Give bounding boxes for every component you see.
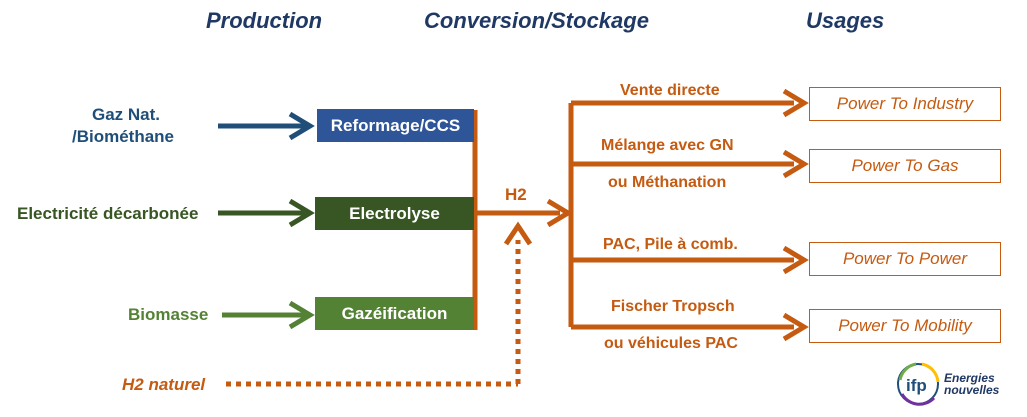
source-biomasse: Biomasse — [128, 305, 209, 324]
logo-line1: Energies — [944, 371, 995, 385]
h2-distributor — [568, 88, 809, 342]
h2-naturel-dotted-arrow — [226, 221, 533, 387]
source-h2-naturel: H2 naturel — [122, 375, 206, 394]
arrow-gaz-to-reformage — [218, 111, 315, 141]
usage-power-to-gas: Power To Gas — [809, 149, 1001, 183]
source-electricite: Electricité décarbonée — [17, 204, 199, 223]
header-production: Production — [206, 8, 323, 33]
arrow-electricite-to-electrolyse — [218, 198, 315, 228]
logo-line2: nouvelles — [944, 383, 1000, 397]
header-usages: Usages — [806, 8, 885, 33]
process-reformage-ccs: Reformage/CCS — [317, 109, 474, 142]
route-melange-line2: ou Méthanation — [608, 174, 727, 191]
source-gaz-line1: Gaz Nat. — [92, 105, 161, 124]
route-vente-directe: Vente directe — [620, 82, 720, 99]
process-gazeification: Gazéification — [315, 297, 474, 330]
h2-collector — [472, 110, 573, 330]
logo-text: Energies nouvelles — [944, 372, 999, 396]
route-fischer-line1: Fischer Tropsch — [611, 298, 735, 315]
hub-h2-label: H2 — [505, 185, 527, 204]
header-conversion-stockage: Conversion/Stockage — [424, 8, 649, 33]
logo-mark: ifp — [906, 376, 927, 395]
usage-power-to-industry: Power To Industry — [809, 87, 1001, 121]
usage-power-to-mobility: Power To Mobility — [809, 309, 1001, 343]
route-fischer-line2: ou véhicules PAC — [604, 335, 738, 352]
arrow-biomasse-to-gazeification — [222, 300, 315, 330]
usage-power-to-power: Power To Power — [809, 242, 1001, 276]
route-melange-line1: Mélange avec GN — [601, 137, 734, 154]
source-gaz-line2: /Biométhane — [72, 127, 175, 146]
process-electrolyse: Electrolyse — [315, 197, 474, 230]
ifp-logo-icon: ifp — [897, 362, 940, 406]
route-pac: PAC, Pile à comb. — [603, 236, 738, 253]
